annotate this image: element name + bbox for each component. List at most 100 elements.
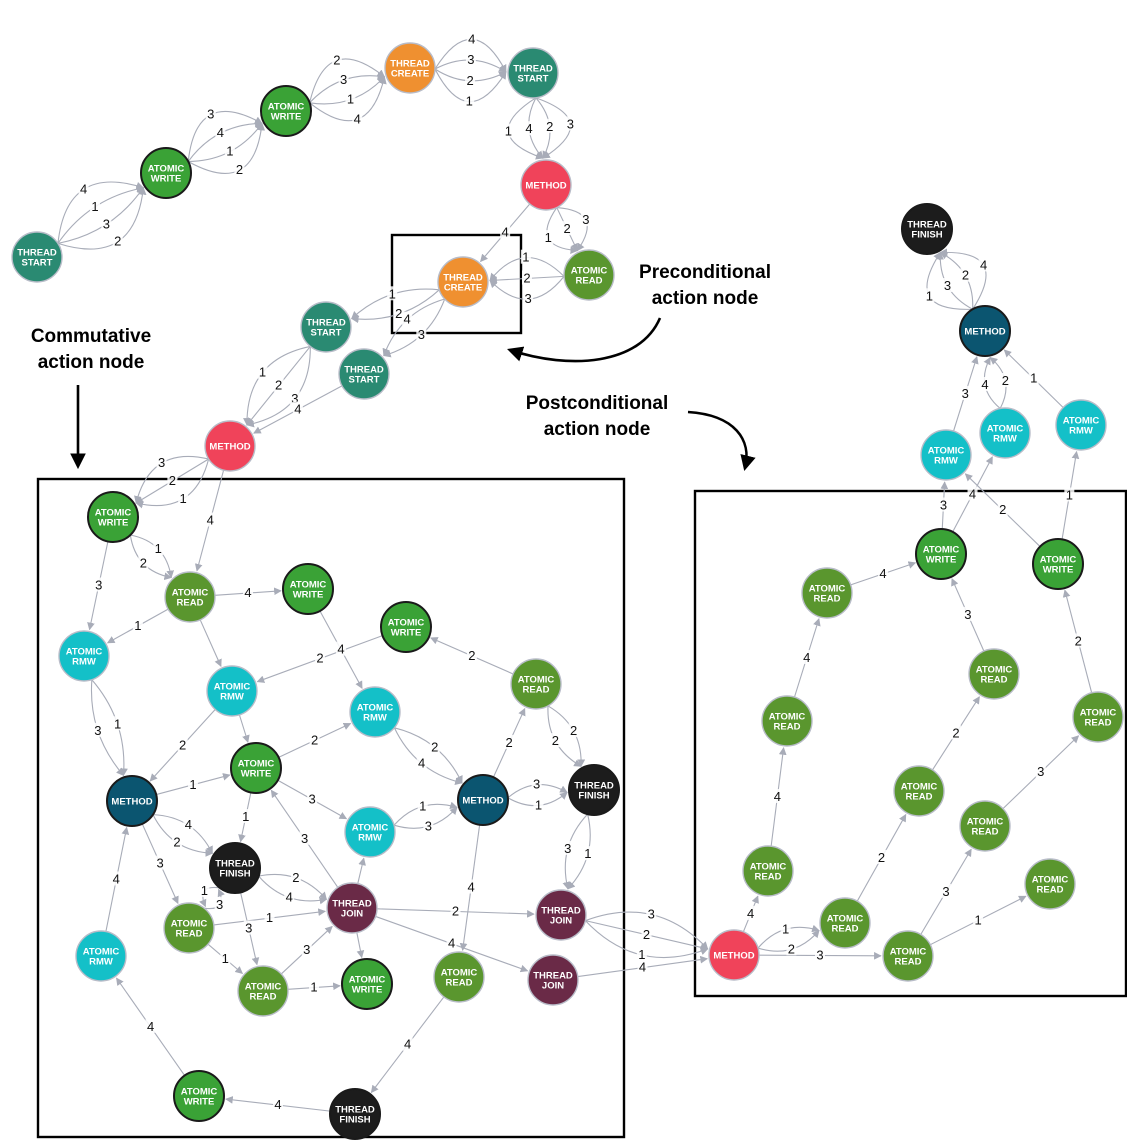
node-circle: [204, 420, 256, 472]
edge-label-bg: [167, 472, 178, 487]
node-label: ATOMIC: [890, 947, 927, 958]
node-label: ATOMIC: [238, 759, 275, 770]
edge-label: 3: [816, 947, 823, 962]
edge-label-bg: [521, 270, 532, 285]
edge-label: 4: [337, 642, 344, 657]
node-label: ATOMIC: [750, 862, 787, 873]
edge-label: 1: [242, 809, 249, 824]
edge-label-bg: [500, 224, 511, 239]
edge-label-bg: [465, 52, 476, 67]
edge-label-bg: [78, 181, 89, 196]
node-label: READ: [576, 276, 603, 287]
edge-label: 2: [179, 737, 186, 752]
edge-label: 3: [944, 278, 951, 293]
node-circle: [338, 348, 390, 400]
node-circle: [260, 85, 312, 137]
edge-tj1-aw7: [356, 932, 365, 959]
node-label: CREATE: [444, 283, 482, 294]
edge-label: 2: [311, 732, 318, 747]
node-label: READ: [250, 992, 277, 1003]
node-circle: [433, 951, 485, 1003]
edge-label: 1: [266, 910, 273, 925]
edge-label-bg: [978, 257, 989, 272]
edge-label: 2: [292, 870, 299, 885]
edge-label-bg: [876, 849, 887, 864]
edge-label: 3: [156, 856, 163, 871]
node-label: WRITE: [271, 112, 302, 123]
edge-label: 3: [648, 907, 655, 922]
node-label: THREAD: [215, 859, 255, 870]
node-label: READ: [895, 957, 922, 968]
node-label: THREAD: [390, 59, 430, 70]
edge-md1-tf1: [152, 814, 213, 854]
edge-label: 3: [940, 497, 947, 512]
node-label: METHOD: [964, 327, 1005, 338]
edge-label: 4: [404, 1037, 411, 1052]
node-circle: [968, 648, 1020, 700]
edge-label: 4: [639, 960, 646, 975]
edge-label-bg: [464, 93, 475, 108]
edge-label: 4: [747, 906, 754, 921]
edge-label: 1: [226, 144, 233, 159]
edge-label: 1: [201, 883, 208, 898]
edge-label: 3: [340, 72, 347, 87]
edge-label: 1: [134, 618, 141, 633]
edge-rmw2-aw6: [238, 714, 250, 743]
edge-label: 3: [216, 897, 223, 912]
edge-label-bg: [543, 230, 554, 245]
node-circle: [507, 47, 559, 99]
edge-label: 4: [468, 880, 475, 895]
edge-rmw3-md2: [394, 727, 463, 784]
edge-label-bg: [520, 249, 531, 264]
edge-label: 1: [782, 921, 789, 936]
edge-label-bg: [973, 912, 984, 927]
edge-label-bg: [156, 455, 167, 470]
node-label: ATOMIC: [967, 817, 1004, 828]
node-label: THREAD: [335, 1105, 375, 1116]
node-label: ATOMIC: [441, 968, 478, 979]
edge-label-bg: [243, 585, 254, 600]
edge-label: 2: [505, 735, 512, 750]
edge-label: 3: [94, 723, 101, 738]
node-label: ATOMIC: [1040, 555, 1077, 566]
node-circle: [1024, 858, 1076, 910]
node-circle: [164, 571, 216, 623]
node-label: READ: [981, 675, 1008, 686]
edge-label: 3: [95, 578, 102, 593]
edge-label-bg: [299, 830, 310, 845]
edge-md1-tf1: [152, 814, 214, 857]
edge-label-bg: [562, 840, 573, 855]
node-label: FINISH: [911, 230, 942, 241]
edge-label-bg: [387, 286, 398, 301]
edge-label-bg: [950, 725, 961, 740]
node-circle: [901, 203, 953, 255]
node-label: READ: [774, 722, 801, 733]
edge-label: 4: [980, 257, 987, 272]
node-label: START: [311, 328, 342, 339]
node-circle: [173, 1070, 225, 1122]
preconditional-annotation: Preconditional action node: [507, 262, 771, 363]
edge-label-bg: [997, 502, 1008, 517]
edge-label: 3: [1037, 764, 1044, 779]
edge-label-bg: [423, 818, 434, 833]
node-circle: [206, 665, 258, 717]
edge-label: 3: [942, 884, 949, 899]
edge-label-bg: [446, 935, 457, 950]
edge-label-bg: [582, 846, 593, 861]
edge-label-bg: [504, 734, 515, 749]
edge-label-bg: [272, 1097, 283, 1112]
edge-label-bg: [417, 798, 428, 813]
edge-label: 1: [545, 230, 552, 245]
node-label: RMW: [1069, 426, 1093, 437]
node-label: THREAD: [574, 781, 614, 792]
